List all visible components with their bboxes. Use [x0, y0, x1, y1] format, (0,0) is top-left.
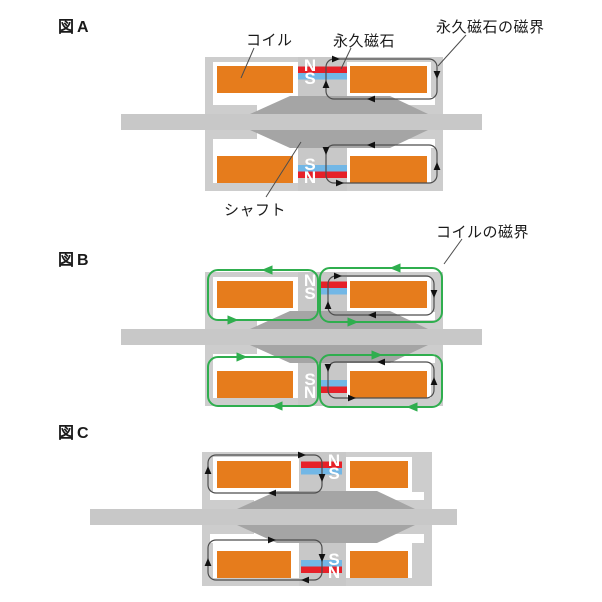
- fig-a-field-arrow: [433, 71, 441, 79]
- annotation-permanent-magnet: 永久磁石: [333, 33, 396, 50]
- fig-c-field-arrow: [298, 451, 306, 459]
- fig-b-field-arrow: [271, 401, 283, 411]
- fig-a-field-arrow: [433, 162, 441, 170]
- fig-a-shaft: [121, 114, 482, 130]
- fig-b-leader-line: [443, 238, 463, 265]
- fig-a-magnet-top-n-pole: [298, 66, 347, 73]
- pole-letters-a-top: N S: [303, 56, 317, 88]
- fig-a-field-arrow: [367, 95, 375, 103]
- fig-b-field-arrow: [334, 272, 342, 280]
- fig-b-magnet-top-s-pole: [318, 288, 347, 295]
- pole-letters-c-top: N S: [327, 451, 341, 483]
- fig-b-housing-step: [205, 320, 257, 329]
- fig-c-field-arrow: [204, 466, 212, 474]
- fig-c-rotor-bottom-disc: [237, 525, 415, 543]
- fig-b-coil-field-loop: [319, 267, 443, 323]
- fig-b-field-arrow: [261, 265, 273, 275]
- pole-letters-a-bottom: S N: [303, 154, 317, 187]
- fig-a-field-arrow: [367, 141, 375, 149]
- fig-c-field-arrow: [318, 474, 326, 482]
- fig-c-field-arrow: [301, 576, 309, 584]
- fig-a-leader-line: [437, 34, 467, 67]
- fig-b-field-arrow: [236, 352, 248, 362]
- fig-a-field-arrow: [322, 80, 330, 88]
- fig-b-field-arrow: [227, 315, 239, 325]
- fig-c-field-arrow: [268, 536, 276, 544]
- fig-b-field-arrow: [430, 377, 438, 385]
- fig-b-shaft: [121, 329, 482, 345]
- fig-b-field-arrow: [389, 263, 401, 273]
- fig-a-leader-line: [265, 141, 302, 198]
- fig-a-leader-line: [340, 47, 352, 70]
- figure-a-label: 図A: [58, 19, 92, 36]
- annotation-shaft: シャフト: [224, 202, 287, 219]
- fig-a-coil-top-right: [350, 66, 427, 93]
- fig-a-magnet-bottom-s-pole: [298, 165, 347, 172]
- fig-a-field-arrow: [322, 147, 330, 155]
- fig-c-housing-step: [380, 500, 432, 509]
- fig-c-housing-step: [202, 525, 254, 534]
- fig-c-rotor-top-disc: [237, 491, 415, 509]
- fig-a-housing-step: [205, 130, 257, 139]
- fig-c-field-arrow: [204, 558, 212, 566]
- fig-b-field-arrow: [406, 402, 418, 412]
- fig-b-field-arrow: [377, 358, 385, 366]
- fig-a-magnet-bottom-n-pole: [298, 171, 347, 178]
- fig-a-field-arrow: [336, 179, 344, 187]
- figure-c-label: 図C: [58, 425, 92, 442]
- fig-a-coil-top-left: [217, 66, 293, 93]
- annotation-permanent-magnet-field: 永久磁石の磁界: [436, 19, 545, 36]
- pole-letters-c-bottom: S N: [327, 549, 341, 582]
- fig-b-magnet-top-n-pole: [318, 281, 347, 288]
- fig-b-housing-step: [205, 345, 257, 354]
- fig-a-housing-step: [205, 105, 257, 114]
- fig-b-field-arrow: [324, 364, 332, 372]
- pole-letters-b-bottom: S N: [303, 369, 317, 402]
- fig-b-coil-bottom-right: [350, 371, 427, 398]
- fig-c-coil-top-left: [217, 461, 291, 488]
- fig-c-field-arrow: [268, 489, 276, 497]
- fig-a-leader-line: [240, 47, 255, 79]
- fig-b-field-arrow: [368, 311, 376, 319]
- fig-c-coil-bottom-left: [217, 551, 291, 578]
- annotation-coil: コイル: [246, 32, 293, 49]
- fig-c-shaft: [90, 509, 457, 525]
- fig-b-field-arrow: [348, 394, 356, 402]
- fig-b-magnet-bottom-s-pole: [318, 380, 347, 387]
- fig-b-field-arrow: [324, 301, 332, 309]
- fig-a-rotor-top-disc: [250, 96, 428, 114]
- fig-c-housing-step: [202, 500, 254, 509]
- pole-letters-b-top: N S: [303, 271, 317, 303]
- figure-b-label: 図B: [58, 252, 92, 269]
- fig-b-coil-bottom-left: [217, 371, 293, 398]
- fig-b-field-arrow: [430, 290, 438, 298]
- fig-b-field-arrow: [347, 317, 359, 327]
- fig-b-field-arrow: [371, 350, 383, 360]
- fig-b-coil-top-right: [350, 281, 427, 308]
- fig-a-coil-bottom-left: [217, 156, 293, 183]
- fig-c-coil-top-right: [350, 461, 408, 488]
- fig-b-magnet-bottom-n-pole: [318, 386, 347, 393]
- fig-c-coil-bottom-right: [350, 551, 408, 578]
- fig-b-coil-top-left: [217, 281, 293, 308]
- fig-a-field-arrow: [332, 55, 340, 63]
- fig-c-field-arrow: [318, 554, 326, 562]
- fig-a-rotor-bottom-disc: [250, 130, 428, 148]
- fig-a-magnet-top-s-pole: [298, 73, 347, 80]
- fig-c-housing-step: [380, 525, 432, 534]
- annotation-coil-field: コイルの磁界: [436, 224, 530, 241]
- fig-a-coil-bottom-right: [350, 156, 427, 183]
- fig-b-coil-field-loop: [207, 356, 319, 407]
